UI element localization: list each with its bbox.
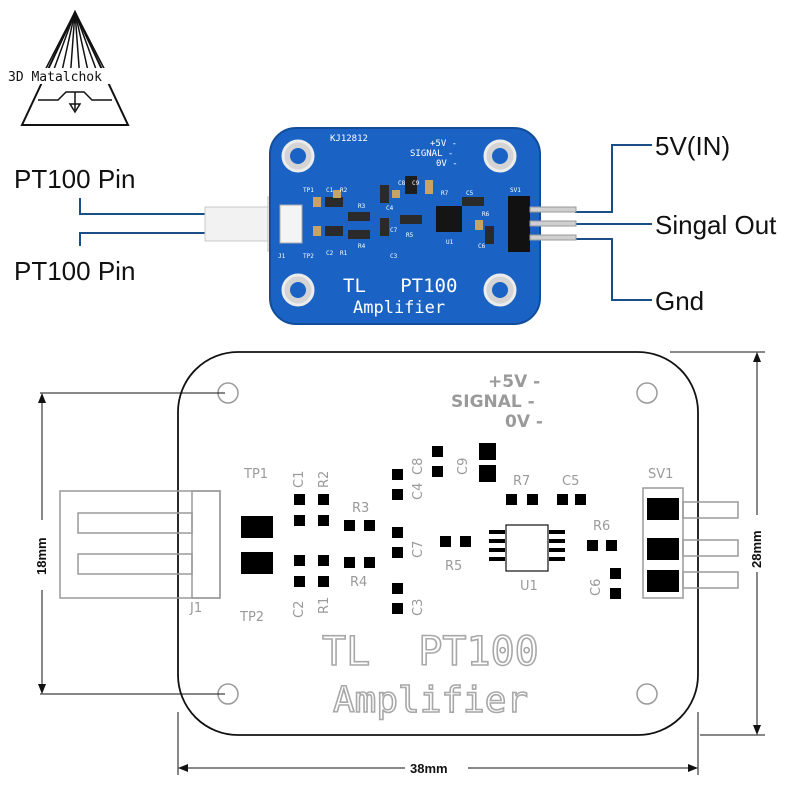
drawing-label-c2: C2: [292, 601, 307, 618]
photo-header-label-signal: SIGNAL -: [410, 149, 453, 159]
dim-width-38mm: 38mm: [410, 761, 448, 776]
photo-label-c9: C9: [412, 180, 420, 187]
drawing-label-r3: R3: [352, 501, 369, 516]
drawing-label-c4: C4: [411, 483, 426, 500]
drawing-label-r5: R5: [445, 559, 462, 574]
photo-label-c2: C2: [326, 250, 334, 257]
drawing-label-r2: R2: [317, 471, 332, 488]
vin-label: 5V(IN): [655, 131, 730, 161]
drawing-label-c3: C3: [411, 599, 426, 616]
photo-label-c5: C5: [466, 190, 474, 197]
dim-height-18mm: 18mm: [34, 537, 49, 575]
photo-label-r7: R7: [441, 190, 449, 197]
drawing-header-label-5v: +5V -: [488, 372, 540, 392]
photo-label-c3: C3: [390, 253, 398, 260]
photo-label-tp2: TP2: [303, 253, 314, 260]
drawing-title-line2: Amplifier: [333, 680, 528, 721]
photo-mount-hole: [281, 273, 315, 307]
drawing-label-r4: R4: [350, 575, 367, 590]
drawing-label-c9: C9: [456, 458, 471, 475]
pin-label-top: PT100 Pin: [14, 164, 135, 194]
photo-label-r3: R3: [358, 203, 366, 210]
signal-out-label: Singal Out: [655, 210, 777, 240]
photo-header-pins: [529, 206, 577, 241]
photo-label-u1: U1: [446, 239, 454, 246]
photo-mount-hole: [281, 139, 315, 173]
drawing-sv1-header: [642, 487, 739, 599]
photo-label-j1: J1: [278, 253, 286, 260]
photo-board-code: KJ12812: [330, 134, 368, 144]
photo-label-tp1: TP1: [303, 187, 314, 194]
drawing-label-u1: U1: [520, 579, 538, 594]
photo-label-c6: C6: [478, 243, 486, 250]
drawing-u1-chip: [489, 524, 565, 572]
drawing-j1-connector: [59, 490, 221, 599]
drawing-label-tp2: TP2: [239, 610, 264, 625]
gnd-label: Gnd: [655, 286, 704, 316]
drawing-label-tp1: TP1: [243, 467, 268, 482]
photo-mount-hole: [483, 273, 517, 307]
photo-header-label-5v: +5V -: [430, 139, 457, 149]
drawing-mount-hole: [636, 683, 658, 705]
logo-text: 3D Matalchok: [8, 70, 102, 85]
drawing-label-c8: C8: [411, 458, 426, 475]
photo-title-line2: Amplifier: [353, 298, 445, 318]
drawing-label-r1: R1: [317, 597, 332, 614]
drawing-header-label-signal: SIGNAL -: [451, 392, 535, 412]
photo-label-r5: R5: [406, 232, 414, 239]
dim-height-28mm: 28mm: [749, 530, 764, 568]
photo-mount-hole: [483, 139, 517, 173]
logo: 3D Matalchok: [6, 9, 138, 126]
photo-label-c7: C7: [390, 227, 398, 234]
photo-label-r6: R6: [482, 211, 490, 218]
drawing-label-j1: J1: [189, 601, 202, 616]
photo-label-r2: R2: [340, 187, 348, 194]
photo-label-sv1: SV1: [510, 187, 521, 194]
photo-title-line1: TL PT100: [343, 275, 457, 297]
callout-lines: [79, 144, 652, 301]
drawing-header-label-0v: 0V -: [505, 412, 543, 432]
dimension-lines: [40, 351, 765, 775]
drawing-label-sv1: SV1: [648, 467, 673, 482]
photo-label-r1: R1: [340, 250, 348, 257]
drawing-label-c1: C1: [292, 471, 307, 488]
photo-label-c8: C8: [398, 180, 406, 187]
photo-label-c4: C4: [386, 205, 394, 212]
drawing-label-c7: C7: [411, 541, 426, 558]
pin-label-bottom: PT100 Pin: [14, 256, 135, 286]
drawing-label-r7: R7: [513, 474, 530, 489]
drawing-label-r6: R6: [593, 519, 610, 534]
photo-label-r4: R4: [358, 243, 366, 250]
drawing-title-line1: TL PT100: [322, 629, 539, 675]
photo-label-c1: C1: [326, 187, 334, 194]
photo-header-label-0v: 0V -: [436, 159, 458, 169]
drawing-label-c5: C5: [562, 474, 579, 489]
drawing-mount-hole: [636, 382, 658, 404]
pcb-photo: KJ12812 +5V - SIGNAL - 0V - TL PT100 Amp…: [204, 127, 577, 325]
board-outline-drawing: +5V - SIGNAL - 0V - TL PT100 Amplifier T…: [59, 351, 739, 736]
drawing-label-c6: C6: [589, 579, 604, 596]
